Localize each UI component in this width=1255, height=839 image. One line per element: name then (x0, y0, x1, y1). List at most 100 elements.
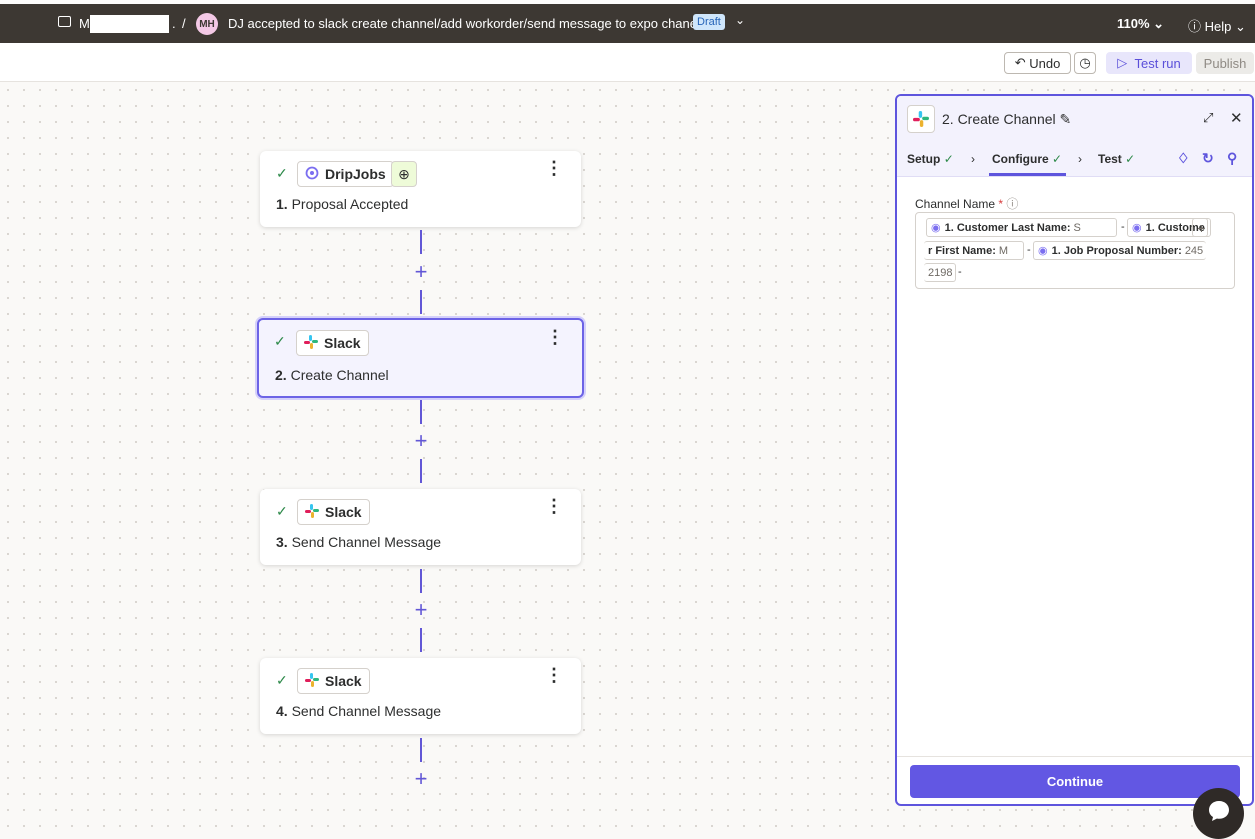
step-title-text: Create Channel (290, 367, 389, 383)
tab-configure[interactable]: Configure ✓ (992, 152, 1062, 166)
step-card-3[interactable]: ✓ Slack 3. Send Channel Message ⋮ (260, 489, 581, 565)
chevron-down-icon[interactable]: ⌄ (735, 13, 746, 27)
version-history-button[interactable]: ◷ (1074, 52, 1096, 74)
more-options-icon[interactable]: ⋮ (545, 158, 563, 178)
top-bar: M . / MH DJ accepted to slack create cha… (0, 4, 1255, 43)
check-icon: ✓ (943, 152, 954, 166)
pill-label: 1. Customer Last Name: (944, 221, 1071, 234)
tab-setup[interactable]: Setup ✓ (907, 152, 954, 166)
app-chip-slack: Slack (297, 668, 370, 694)
step-card-2[interactable]: ✓ Slack 2. Create Channel ⋮ (257, 318, 584, 398)
connector-line (420, 569, 422, 593)
check-icon: ✓ (1052, 152, 1063, 166)
step-title-text: Proposal Accepted (291, 196, 409, 212)
chevron-down-icon: ⌄ (1153, 16, 1165, 31)
editor-toolbar: ↶ Undo ◷ ▷ Test run Publish (0, 43, 1255, 82)
zoom-label: 110% (1117, 16, 1150, 31)
continue-button[interactable]: Continue (910, 765, 1240, 798)
zap-title[interactable]: DJ accepted to slack create channel/add … (228, 16, 700, 31)
pill-value: S (1073, 221, 1081, 234)
publish-button[interactable]: Publish (1196, 52, 1254, 74)
app-chip-dripjobs: DripJobs (297, 161, 394, 187)
help-menu[interactable]: ⓘ Help ⌄ (1188, 16, 1246, 35)
zoom-dropdown[interactable]: 110% ⌄ (1117, 16, 1164, 32)
folder-icon[interactable] (58, 16, 71, 27)
history-icon: ◷ (1079, 55, 1091, 70)
dripjobs-icon: ◉ (1132, 222, 1142, 234)
chat-support-button[interactable] (1193, 788, 1244, 839)
channel-name-field[interactable] (915, 212, 1235, 289)
redacted-folder-name (90, 15, 169, 33)
panel-title-text: 2. Create Channel (942, 111, 1056, 127)
more-options-icon[interactable]: ⋮ (545, 665, 563, 685)
add-step-button[interactable]: + (414, 766, 428, 791)
breadcrumb-separator: / (182, 16, 186, 31)
plus-circle-icon[interactable]: ⊕ (391, 161, 417, 187)
step-number: 3. (276, 534, 288, 550)
channel-name-label: Channel Name * ⓘ (915, 195, 1018, 212)
step-number: 4. (276, 703, 288, 719)
mapped-field-pill[interactable]: ◉1. Custome (1127, 218, 1208, 237)
pill-value: 245 (1184, 244, 1204, 257)
mapped-field-pill[interactable]: r First Name:M (924, 241, 1024, 260)
tab-label: Configure (992, 152, 1049, 166)
check-icon: ✓ (276, 503, 288, 519)
step-number: 2. (275, 367, 287, 383)
add-step-button[interactable]: + (414, 597, 428, 622)
app-name: Slack (325, 673, 362, 689)
check-icon: ✓ (1125, 152, 1136, 166)
test-run-label: Test run (1134, 55, 1181, 71)
refresh-icon[interactable]: ↻ (1202, 150, 1214, 166)
app-chip-slack: Slack (297, 499, 370, 525)
add-step-button[interactable]: + (414, 259, 428, 284)
help-icon: ⓘ (1188, 19, 1202, 34)
mapped-field-pill[interactable]: ◉1. Customer Last Name:S (926, 218, 1117, 237)
footer-divider (897, 756, 1252, 757)
pill-label: 1. Custome (1145, 221, 1205, 234)
app-chip-slack: Slack (296, 330, 369, 356)
chevron-right-icon: › (971, 152, 975, 166)
search-icon[interactable]: ⚲ (1227, 150, 1238, 166)
step-title: 2. Create Channel (275, 367, 389, 383)
test-run-button[interactable]: ▷ Test run (1106, 52, 1192, 74)
panel-title[interactable]: 2. Create Channel ✎ (942, 111, 1071, 128)
step-title: 3. Send Channel Message (276, 534, 441, 550)
pill-label: r First Name: (928, 244, 996, 257)
step-title-text: Send Channel Message (291, 534, 442, 550)
undo-button[interactable]: ↶ Undo (1004, 52, 1071, 74)
step-title-text: Send Channel Message (291, 703, 442, 719)
expand-icon[interactable]: ⤢ (1203, 110, 1214, 125)
slack-icon (305, 503, 319, 521)
ai-sparkle-icon[interactable]: ♢ (1177, 150, 1190, 166)
slack-icon (907, 105, 935, 133)
tab-test[interactable]: Test ✓ (1098, 152, 1135, 166)
active-tab-indicator (989, 173, 1066, 176)
avatar[interactable]: MH (196, 13, 218, 35)
undo-icon: ↶ (1014, 55, 1026, 70)
insert-data-button[interactable]: + (1192, 218, 1211, 237)
status-badge: Draft (693, 14, 725, 30)
more-options-icon[interactable]: ⋮ (546, 327, 564, 347)
dripjobs-icon: ◉ (931, 222, 941, 234)
app-name: DripJobs (325, 166, 386, 182)
slack-icon (304, 334, 318, 352)
more-options-icon[interactable]: ⋮ (545, 496, 563, 516)
connector-line (420, 628, 422, 652)
step-card-4[interactable]: ✓ Slack 4. Send Channel Message ⋮ (260, 658, 581, 734)
mapped-field-pill[interactable]: 2198 (924, 263, 956, 282)
pill-label: 1. Job Proposal Number: (1051, 244, 1182, 257)
step-card-1[interactable]: ✓ DripJobs ⊕ 1. Proposal Accepted ⋮ (260, 151, 581, 227)
separator-text: - (1027, 244, 1031, 256)
info-icon[interactable]: ⓘ (1006, 197, 1019, 211)
close-icon[interactable]: ✕ (1230, 110, 1243, 127)
check-icon: ✓ (276, 165, 288, 181)
connector-line (420, 400, 422, 424)
separator-text: - (958, 266, 962, 278)
add-step-button[interactable]: + (414, 428, 428, 453)
mapped-field-pill[interactable]: ◉1. Job Proposal Number:245 (1033, 241, 1206, 260)
pencil-icon[interactable]: ✎ (1059, 111, 1072, 127)
required-mark: * (998, 197, 1004, 211)
tab-label: Test (1098, 152, 1122, 166)
step-title: 4. Send Channel Message (276, 703, 441, 719)
folder-name[interactable]: M (79, 16, 90, 31)
